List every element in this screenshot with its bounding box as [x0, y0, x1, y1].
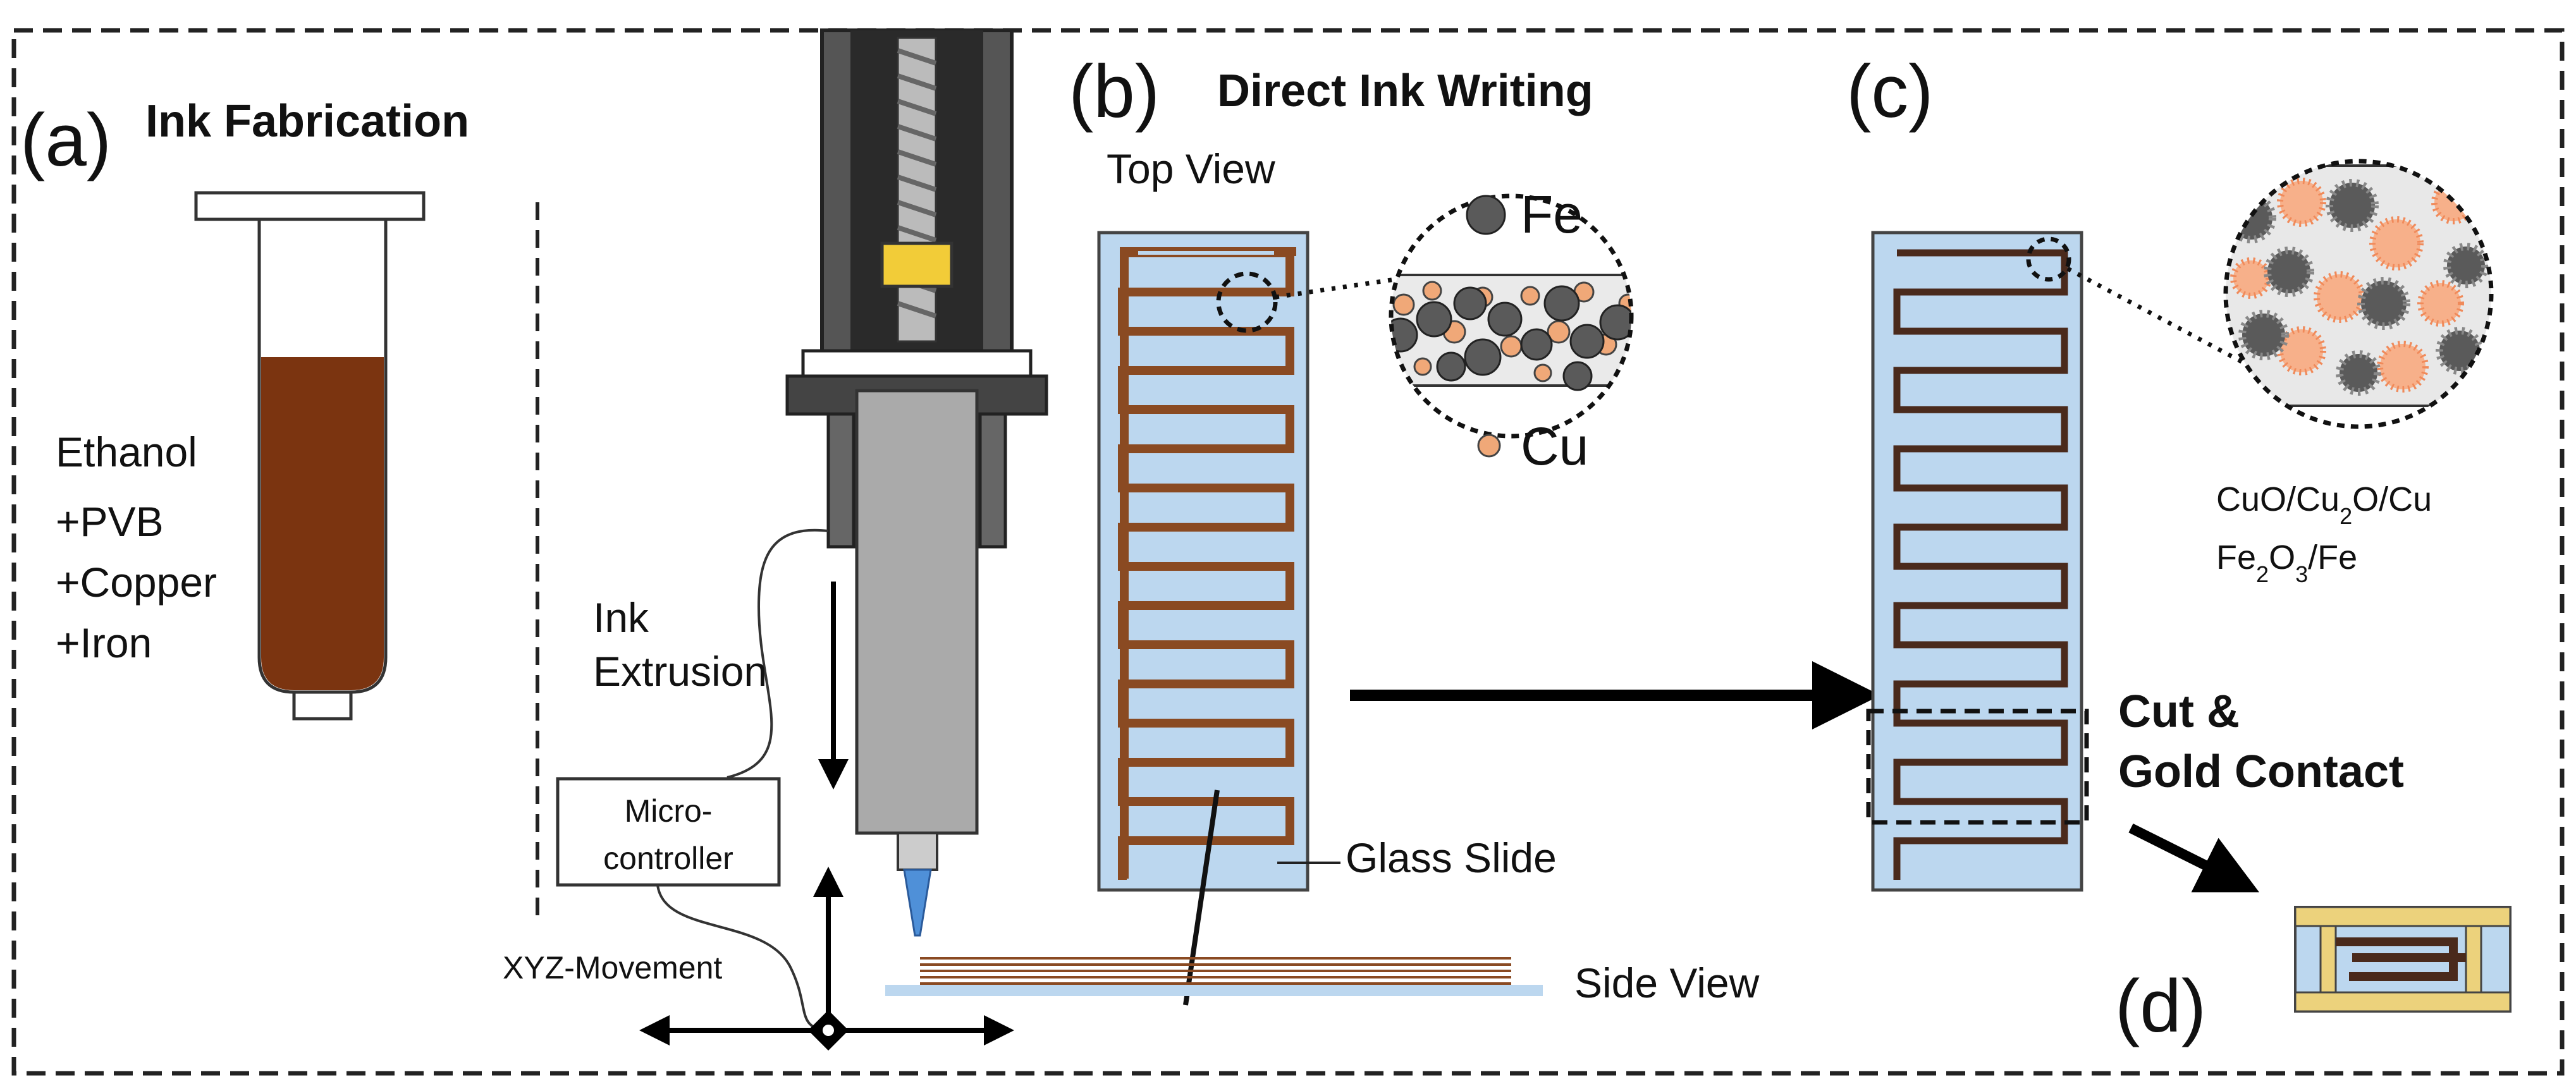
ingredient-ethanol: Ethanol: [56, 429, 197, 475]
panel-a: (a) Ink Fabrication Ethanol +PVB +Copper…: [20, 96, 539, 917]
ink-label: Ink: [593, 594, 649, 641]
cut-label-line2: Gold Contact: [2118, 747, 2404, 797]
fe-legend-dot: [1466, 195, 1506, 235]
ingredient-iron: +Iron: [56, 619, 152, 666]
ingredient-copper: +Copper: [56, 559, 217, 606]
panel-c: (c) CuO/Cu2O/Cu: [1846, 50, 2494, 893]
panel-d-letter: (d): [2115, 965, 2206, 1048]
panel-a-title: Ink Fabrication: [145, 96, 469, 147]
panel-d: (d): [2115, 906, 2512, 1048]
microcontroller-line2: controller: [603, 841, 733, 876]
figure-border: [11, 28, 2565, 1076]
particle-zoom-c: [2223, 159, 2494, 429]
ingredient-pvb: +PVB: [56, 498, 164, 545]
panel-c-letter: (c): [1846, 50, 1934, 133]
extrusion-label: Extrusion: [593, 648, 767, 695]
xyz-axes-icon: [639, 867, 1014, 1051]
glass-slide-top: [1097, 231, 1309, 892]
panel-a-letter: (a): [20, 99, 111, 182]
phase-label-iron: Fe2O3/Fe: [2216, 539, 2357, 587]
fe-particles-b: [1391, 285, 1631, 391]
serpentine-trace-c: [1893, 249, 2068, 880]
particle-zoom-b: [1389, 193, 1634, 439]
xyz-movement-label: XYZ-Movement: [503, 950, 722, 985]
glass-slide-label: Glass Slide: [1346, 834, 1557, 881]
side-view-slide: [885, 957, 1543, 996]
microcontroller-box: Micro- controller: [556, 777, 823, 1032]
panel-b-title: Direct Ink Writing: [1217, 66, 1593, 116]
printer-head-icon: [727, 28, 1048, 937]
phase-label-copper: CuO/Cu2O/Cu: [2216, 480, 2432, 529]
cu-legend-dot: [1477, 434, 1501, 458]
serpentine-trace-b: [1118, 248, 1294, 880]
top-view-label: Top View: [1107, 145, 1275, 192]
side-view-label: Side View: [1574, 960, 1760, 1006]
ink-fill: [261, 357, 384, 690]
screw-nut: [880, 241, 954, 288]
nozzle-tip: [903, 869, 932, 937]
syringe-icon: [194, 191, 426, 721]
cut-region: [1866, 709, 2089, 825]
cut-label-line1: Cut &: [2118, 686, 2240, 737]
panel-b: (b) Direct Ink Writing Top View Glass Sl…: [885, 50, 1760, 1006]
cable: [727, 528, 829, 779]
cu-legend-label: Cu: [1521, 417, 1588, 476]
panel-b-letter: (b): [1069, 50, 1160, 133]
cut-arrow: [2128, 823, 2259, 893]
section-line: [1183, 789, 1220, 1006]
microcontroller-line1: Micro-: [625, 793, 713, 829]
glass-slide-annealed: [1871, 231, 2083, 892]
sensor-device-icon: [2294, 906, 2512, 1013]
fe-legend-label: Fe: [1521, 185, 1583, 244]
